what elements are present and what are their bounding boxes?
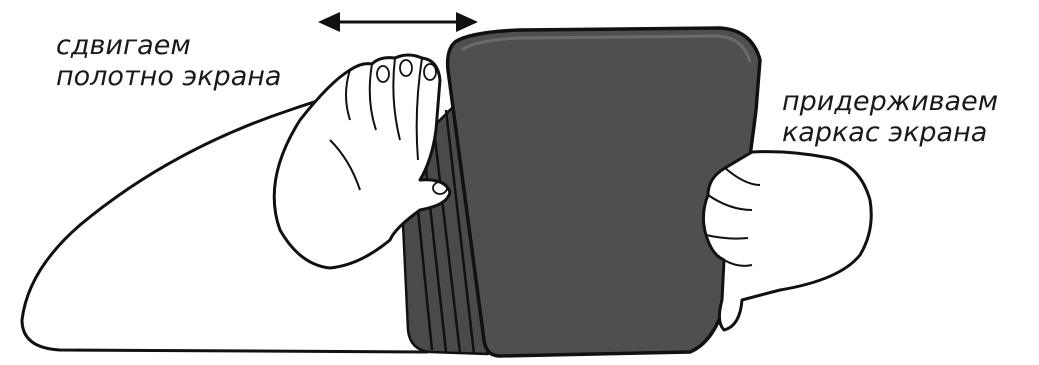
double-arrow-icon [318, 12, 478, 32]
caption-hold-frame-line1: придерживаем [782, 86, 999, 117]
caption-slide-fabric-line2: полотно экрана [56, 61, 282, 92]
caption-slide-fabric: сдвигаем полотно экрана [56, 30, 281, 92]
caption-hold-frame-line2: каркас экрана [782, 117, 988, 148]
left-hand-icon [272, 53, 452, 270]
right-hand-icon [701, 150, 873, 332]
screen-panel-highlight [461, 34, 752, 63]
caption-slide-fabric-line1: сдвигаем [56, 30, 191, 61]
caption-hold-frame: придерживаем каркас экрана [782, 86, 998, 148]
window-frame-outline [20, 90, 429, 354]
